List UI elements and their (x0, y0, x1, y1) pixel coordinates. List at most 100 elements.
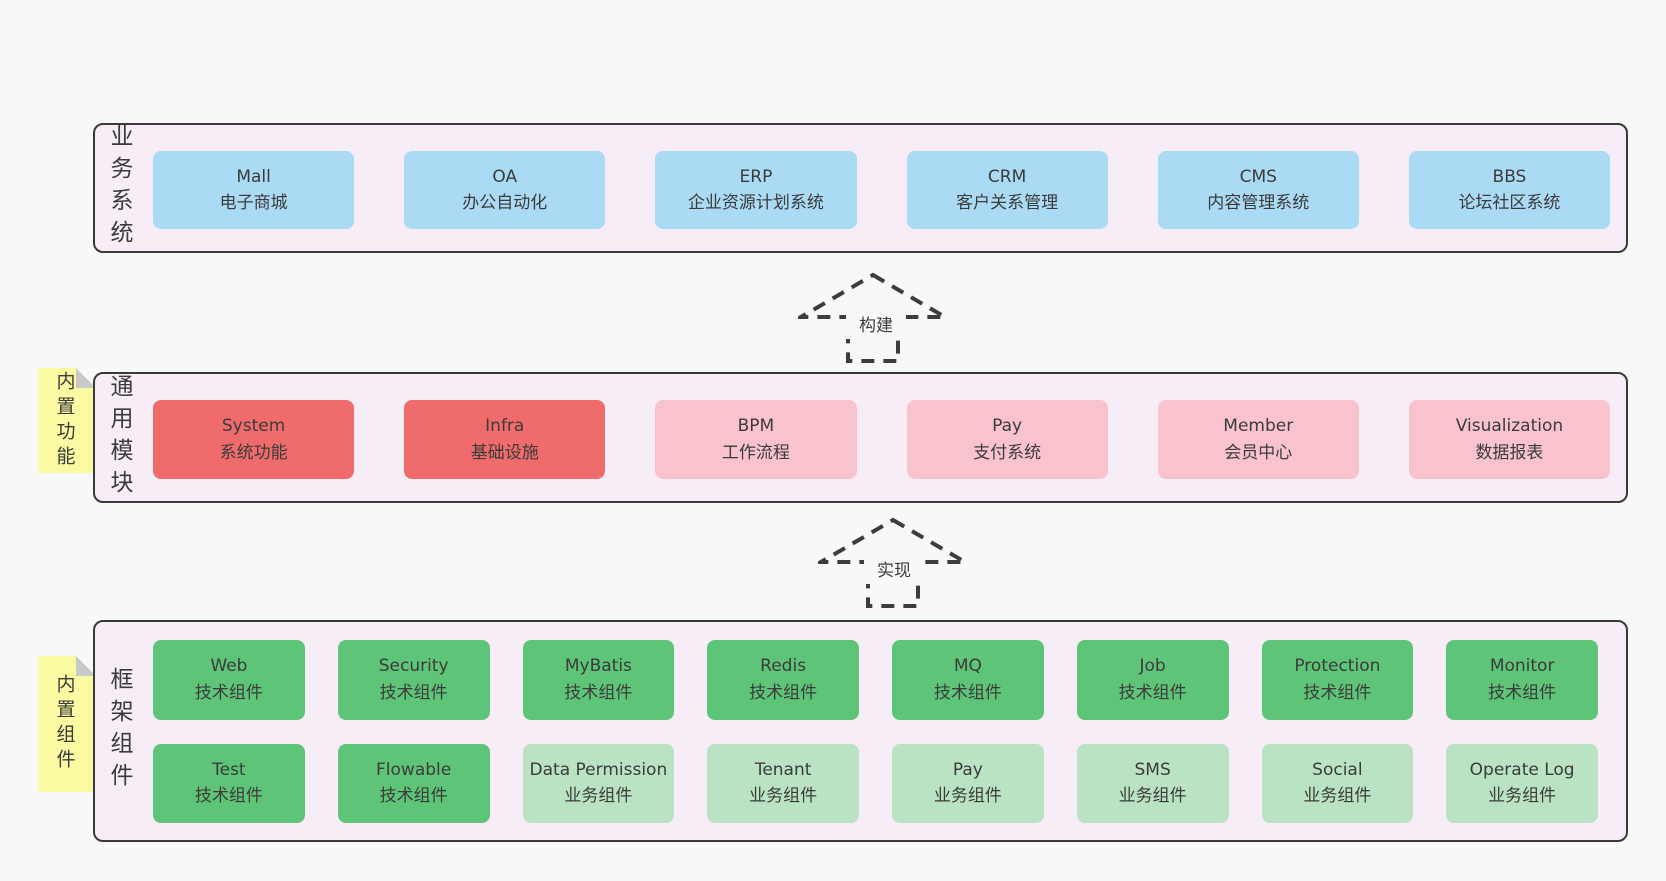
box-redis: Redis 技术组件 (707, 640, 859, 720)
box-mq: MQ 技术组件 (892, 640, 1044, 720)
box-title: Visualization (1455, 416, 1564, 437)
box-subtitle: 支付系统 (973, 442, 1042, 463)
box-subtitle: 技术组件 (749, 682, 818, 703)
box-title: System (221, 416, 286, 437)
box-subtitle: 业务组件 (933, 786, 1002, 807)
box-system: System 系统功能 (153, 400, 355, 479)
box-title: Flowable (376, 759, 452, 780)
box-title: Data Permission (529, 759, 668, 780)
box-title: Operate Log (1469, 759, 1575, 780)
business-box-row: Mall 电子商城 OA 办公自动化 ERP 企业资源计划系统 CRM 客户关系… (153, 151, 1611, 229)
box-visualization: Visualization 数据报表 (1408, 400, 1611, 479)
box-data-permission: Data Permission 业务组件 (522, 743, 675, 823)
box-subtitle: 基础设施 (470, 442, 539, 463)
box-operate-log: Operate Log 业务组件 (1446, 743, 1598, 823)
box-title: BPM (737, 416, 775, 437)
box-subtitle: 技术组件 (1303, 682, 1372, 703)
box-subtitle: 技术组件 (933, 682, 1002, 703)
panel-label-framework-components: 框架组件 (106, 667, 132, 795)
box-bpm: BPM 工作流程 (655, 400, 857, 479)
panel-label-common-modules: 通用模块 (106, 373, 132, 502)
box-title: MyBatis (564, 656, 632, 677)
box-subtitle: 技术组件 (194, 682, 263, 703)
panel-common-modules: 通用模块 System 系统功能 Infra 基础设施 BPM 工作流程 Pay… (93, 372, 1628, 503)
box-subtitle: 技术组件 (379, 682, 448, 703)
box-title: CMS (1239, 166, 1277, 187)
box-title: Redis (760, 656, 807, 677)
dashed-up-arrow-icon (813, 517, 973, 608)
box-flowable: Flowable 技术组件 (337, 743, 490, 823)
box-subtitle: 会员中心 (1224, 442, 1293, 463)
box-pay: Pay 支付系统 (906, 400, 1108, 479)
box-tenant: Tenant 业务组件 (707, 743, 859, 823)
box-subtitle: 技术组件 (1488, 682, 1557, 703)
box-subtitle: 论坛社区系统 (1458, 193, 1561, 213)
build-arrow (793, 272, 953, 368)
box-job: Job 技术组件 (1076, 640, 1229, 720)
box-subtitle: 技术组件 (564, 682, 633, 703)
box-title: Protection (1294, 656, 1381, 677)
sticky-note-built-in-components: 内置组件 (38, 656, 96, 792)
box-subtitle: 客户关系管理 (956, 193, 1059, 213)
box-subtitle: 业务组件 (564, 786, 633, 807)
box-title: ERP (739, 166, 773, 187)
modules-box-row: System 系统功能 Infra 基础设施 BPM 工作流程 Pay 支付系统… (153, 400, 1611, 479)
box-title: Pay (952, 759, 983, 780)
box-subtitle: 技术组件 (1118, 682, 1187, 703)
box-title: SMS (1134, 759, 1171, 780)
framework-box-rows: Web 技术组件 Security 技术组件 MyBatis 技术组件 Redi… (153, 640, 1598, 823)
box-title: Job (1139, 656, 1166, 677)
box-sms: SMS 业务组件 (1076, 743, 1229, 823)
box-title: Security (378, 656, 449, 677)
box-subtitle: 数据报表 (1475, 442, 1544, 463)
box-title: MQ (953, 656, 982, 677)
framework-row-2: Test 技术组件 Flowable 技术组件 Data Permission … (153, 743, 1598, 823)
box-subtitle: 企业资源计划系统 (687, 193, 824, 213)
box-title: Test (212, 759, 246, 780)
dashed-up-arrow-icon (793, 272, 953, 363)
box-subtitle: 电子商城 (219, 193, 288, 213)
sticky-note-text: 内置组件 (53, 674, 76, 774)
box-member: Member 会员中心 (1157, 400, 1359, 479)
implement-arrow (813, 517, 973, 613)
box-bbs: BBS 论坛社区系统 (1408, 151, 1611, 229)
box-mall: Mall 电子商城 (153, 151, 355, 229)
box-crm: CRM 客户关系管理 (906, 151, 1108, 229)
box-oa: OA 办公自动化 (404, 151, 606, 229)
box-pay-biz: Pay 业务组件 (892, 743, 1044, 823)
box-title: OA (492, 166, 518, 187)
box-subtitle: 工作流程 (721, 442, 790, 463)
box-subtitle: 业务组件 (749, 786, 818, 807)
box-monitor: Monitor 技术组件 (1446, 640, 1598, 720)
box-infra: Infra 基础设施 (404, 400, 606, 479)
sticky-note-text: 内置功能 (53, 370, 76, 471)
implement-arrow-label: 实现 (864, 558, 924, 584)
box-title: Pay (992, 416, 1023, 437)
box-title: Monitor (1489, 656, 1555, 677)
box-title: Social (1312, 759, 1363, 780)
framework-row-1: Web 技术组件 Security 技术组件 MyBatis 技术组件 Redi… (153, 640, 1598, 720)
box-subtitle: 业务组件 (1488, 786, 1557, 807)
box-cms: CMS 内容管理系统 (1157, 151, 1359, 229)
box-test: Test 技术组件 (153, 743, 305, 823)
box-social: Social 业务组件 (1261, 743, 1414, 823)
box-subtitle: 内容管理系统 (1207, 193, 1310, 213)
box-title: CRM (987, 166, 1027, 187)
box-subtitle: 办公自动化 (462, 193, 548, 213)
sticky-note-built-in-features: 内置功能 (38, 368, 96, 473)
box-mybatis: MyBatis 技术组件 (522, 640, 675, 720)
panel-business-systems: 业务系统 Mall 电子商城 OA 办公自动化 ERP 企业资源计划系统 CRM… (93, 123, 1628, 253)
box-protection: Protection 技术组件 (1261, 640, 1414, 720)
box-subtitle: 业务组件 (1118, 786, 1187, 807)
box-erp: ERP 企业资源计划系统 (655, 151, 857, 229)
box-title: Tenant (754, 759, 812, 780)
box-title: Member (1223, 416, 1294, 437)
box-title: Web (210, 656, 248, 677)
box-subtitle: 技术组件 (379, 786, 448, 807)
box-security: Security 技术组件 (337, 640, 490, 720)
panel-label-business-systems: 业务系统 (106, 124, 132, 252)
build-arrow-label: 构建 (846, 313, 906, 339)
box-title: BBS (1492, 166, 1527, 187)
box-subtitle: 系统功能 (219, 442, 288, 463)
